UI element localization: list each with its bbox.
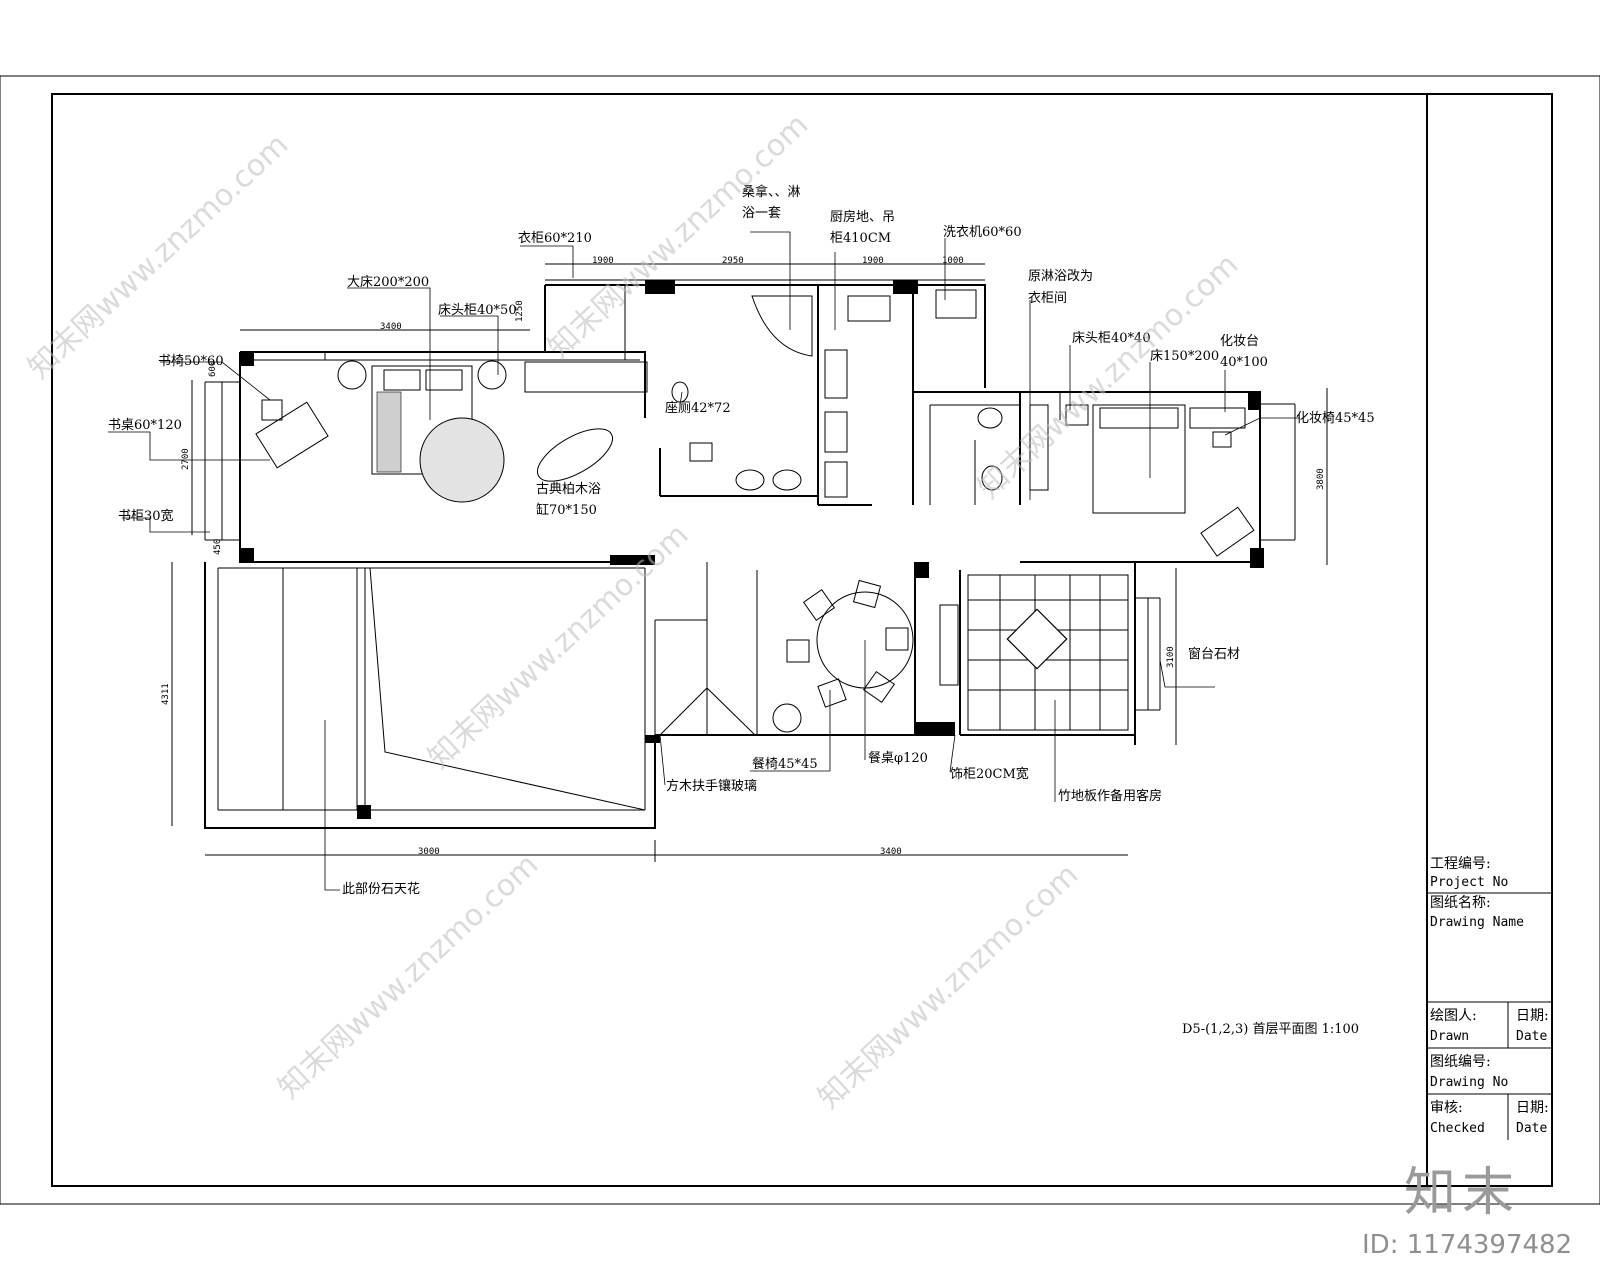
- furniture: [255, 289, 1255, 733]
- dimensions: 1900 2950 1900 1000 3400 1250 2700 600 4…: [161, 256, 1328, 862]
- label-dresser-chair: 化妆椅45*45: [1296, 411, 1375, 426]
- label-bed-mid: 床150*200: [1150, 349, 1219, 364]
- label-shower-change-2: 衣柜间: [1028, 290, 1067, 306]
- dim-2700: 2700: [181, 448, 191, 470]
- label-big-bed: 大床200*200: [347, 275, 429, 290]
- structural-columns: [240, 280, 1264, 819]
- label-dresser: 化妆台: [1220, 334, 1259, 349]
- date1-cn: 日期:: [1516, 1008, 1549, 1024]
- label-toilet: 座厕42*72: [665, 401, 731, 416]
- dim-3400-bottom: 3400: [880, 847, 902, 857]
- dim-2950: 2950: [722, 256, 744, 266]
- drawing-name-en: Drawing Name: [1430, 915, 1524, 930]
- label-bathtub: 古典柏木浴: [536, 482, 601, 497]
- walls-upper: [204, 279, 1296, 563]
- dim-3000: 3000: [418, 847, 440, 857]
- watermark-text-4: 知末网www.znzmo.com: [972, 247, 1246, 506]
- label-kitchen: 厨房地、吊: [830, 209, 895, 225]
- room-labels: 桑拿、、淋 浴一套 厨房地、吊 柜410CM 洗衣机60*60 衣柜60*210…: [108, 184, 1375, 897]
- label-decor-cabinet: 饰柜20CM宽: [950, 766, 1029, 782]
- inner-border: [51, 93, 1553, 1187]
- label-bathtub-2: 缸70*150: [536, 502, 597, 518]
- checked-en: Checked: [1430, 1121, 1485, 1136]
- label-window-sill: 窗台石材: [1188, 646, 1240, 662]
- outer-border: [0, 75, 1600, 1205]
- watermark-text-1: 知末网www.znzmo.com: [22, 127, 296, 386]
- dim-600: 600: [208, 361, 218, 377]
- title-block: 工程编号: Project No 图纸名称: Drawing Name 绘图人:…: [1427, 856, 1552, 1140]
- date2-en: Date: [1516, 1121, 1547, 1136]
- drawn-en: Drawn: [1430, 1029, 1469, 1044]
- drawing-no-cn: 图纸编号:: [1430, 1054, 1491, 1070]
- dim-4311: 4311: [161, 683, 171, 705]
- checked-cn: 审核:: [1430, 1100, 1463, 1116]
- label-dining-table: 餐桌φ120: [868, 750, 928, 766]
- dim-450: 450: [213, 539, 223, 555]
- label-washer: 洗衣机60*60: [943, 224, 1022, 240]
- label-desk-left: 书桌60*120: [108, 418, 182, 433]
- label-sauna-2: 浴一套: [742, 205, 781, 221]
- walls-lower: [204, 561, 1161, 829]
- leader-lines: [108, 231, 1300, 891]
- project-no-cn: 工程编号:: [1430, 856, 1491, 872]
- project-no-en: Project No: [1430, 875, 1508, 890]
- dim-1000: 1000: [942, 256, 964, 266]
- label-ceiling: 此部份石天花: [342, 881, 420, 897]
- brand-logo: 知末: [1404, 1163, 1521, 1223]
- label-dining-chair: 餐椅45*45: [752, 756, 818, 772]
- dim-1250: 1250: [515, 300, 525, 322]
- date2-cn: 日期:: [1516, 1100, 1549, 1116]
- dim-1900-a: 1900: [592, 256, 614, 266]
- dim-3400-top: 3400: [380, 322, 402, 332]
- drawing-name-cn: 图纸名称:: [1430, 895, 1491, 911]
- date1-en: Date: [1516, 1029, 1547, 1044]
- label-stair-rail: 方木扶手镶玻璃: [666, 778, 757, 794]
- drawn-cn: 绘图人:: [1430, 1008, 1477, 1024]
- label-shower-change: 原淋浴改为: [1028, 269, 1093, 284]
- drawing-no-en: Drawing No: [1430, 1075, 1508, 1090]
- dim-1900-b: 1900: [862, 256, 884, 266]
- image-id: ID: 1174397482: [1362, 1230, 1573, 1260]
- label-nightstand-2: 床头柜40*40: [1072, 331, 1151, 346]
- label-bamboo-floor: 竹地板作备用客房: [1058, 788, 1162, 804]
- drawing-title: D5-(1,2,3) 首层平面图 1:100: [1182, 1022, 1359, 1037]
- label-chair-left: 书椅50*60: [158, 354, 224, 369]
- watermark-text-5: 知末网www.znzmo.com: [812, 857, 1086, 1116]
- label-dresser-2: 40*100: [1220, 355, 1268, 370]
- dim-3100: 3100: [1166, 646, 1176, 668]
- label-sauna: 桑拿、、淋: [742, 184, 801, 200]
- label-wardrobe: 衣柜60*210: [518, 230, 592, 246]
- label-nightstand: 床头柜40*50: [438, 303, 517, 318]
- dim-3800: 3800: [1316, 468, 1326, 490]
- label-bookshelf: 书柜30宽: [118, 508, 174, 524]
- label-kitchen-2: 柜410CM: [830, 231, 891, 246]
